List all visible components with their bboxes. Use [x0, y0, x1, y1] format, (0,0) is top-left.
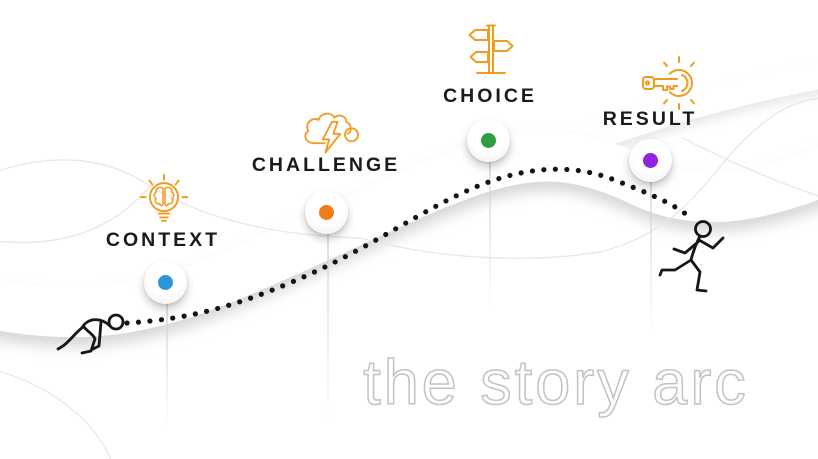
- signpost-icon: [463, 21, 519, 79]
- decorative-curve-lens: [0, 185, 151, 244]
- sprinter-start-figure: [50, 296, 132, 364]
- milestone-dot-result: [643, 153, 658, 168]
- watermark-text: the story arc: [363, 348, 749, 418]
- milestone-marker-context: [144, 261, 187, 304]
- story-dotted-path: [124, 166, 690, 326]
- milestone-label-result: RESULT: [602, 108, 698, 130]
- milestone-dot-context: [158, 275, 173, 290]
- key-achievement-icon: [639, 53, 703, 111]
- milestone-dot-challenge: [319, 205, 334, 220]
- runner-finish-figure: [655, 214, 750, 299]
- milestone-marker-choice: [467, 119, 510, 162]
- idea-bulb-brain-icon: [136, 172, 192, 230]
- milestone-dot-choice: [481, 133, 496, 148]
- milestone-marker-challenge: [305, 191, 348, 234]
- decorative-curve-right: [682, 137, 818, 197]
- milestone-label-context: CONTEXT: [105, 229, 221, 251]
- milestone-marker-result: [629, 139, 672, 182]
- ribbon-arc: [0, 131, 818, 338]
- decorative-curve-corner: [0, 370, 112, 459]
- milestone-label-choice: CHOICE: [443, 85, 537, 107]
- storm-cloud-lightning-icon: [298, 106, 366, 158]
- decorative-curve-wave: [0, 97, 818, 259]
- milestone-label-challenge: CHALLENGE: [251, 154, 401, 176]
